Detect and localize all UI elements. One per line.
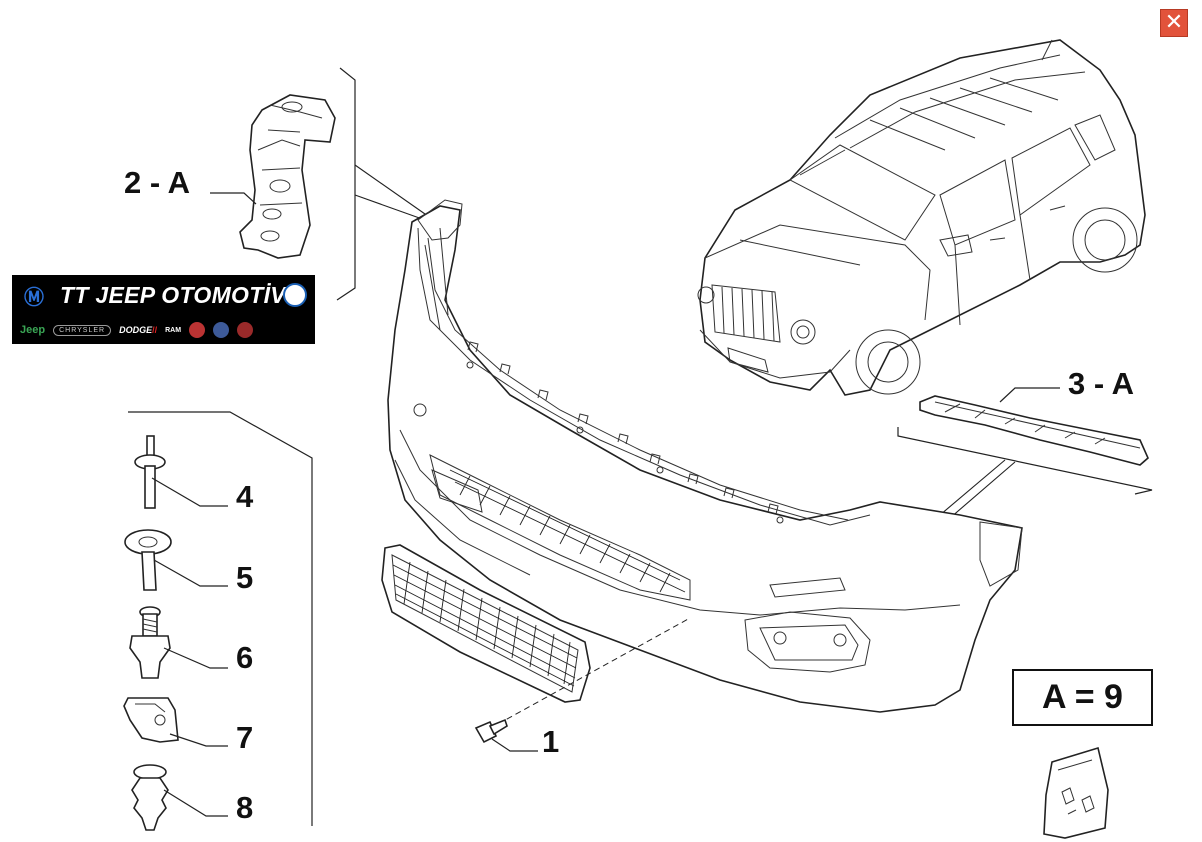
brand-ram: RAM bbox=[165, 326, 182, 334]
leader-6 bbox=[163, 647, 228, 669]
part-9-clip-pack bbox=[1043, 746, 1109, 839]
leader-8 bbox=[163, 789, 228, 817]
leader-2a-to-bumper bbox=[354, 164, 426, 215]
callout-7: 7 bbox=[236, 720, 253, 755]
leader-3a-to-bumper bbox=[939, 459, 1006, 516]
part-2a-bracket bbox=[239, 94, 336, 259]
reference-box: A = 9 bbox=[1012, 669, 1153, 726]
part-3a-bumper-bracket bbox=[919, 395, 1149, 466]
assembly-line-1 bbox=[497, 617, 691, 725]
leader-5 bbox=[153, 559, 228, 587]
callout-8: 8 bbox=[236, 790, 253, 825]
lancia-logo-icon bbox=[213, 322, 230, 338]
callout-6: 6 bbox=[236, 640, 253, 675]
leader-2a-to-bumper-b bbox=[354, 194, 426, 221]
banner-title: TT JEEP OTOMOTİV bbox=[60, 282, 286, 309]
group-bracket-2a bbox=[336, 67, 356, 301]
brand-logos: Jeep CHRYSLER DODGE// RAM bbox=[20, 322, 254, 338]
vehicle-illustration bbox=[697, 39, 1146, 396]
leader-4 bbox=[151, 477, 228, 507]
close-button[interactable]: ✕ bbox=[1160, 9, 1188, 37]
leader-3a bbox=[999, 387, 1060, 403]
banner-logo-mark: TT bbox=[60, 282, 89, 308]
fiat-logo-icon bbox=[237, 322, 254, 338]
part-5-push-pin bbox=[124, 529, 172, 591]
brand-jeep: Jeep bbox=[20, 324, 46, 336]
leader-3a-to-bumper-b bbox=[949, 461, 1016, 519]
maserati-logo-icon bbox=[189, 322, 206, 338]
callout-5: 5 bbox=[236, 560, 253, 595]
front-bumper bbox=[387, 199, 1023, 713]
part-1-screw bbox=[474, 718, 508, 744]
part-7-u-nut bbox=[123, 697, 179, 743]
close-icon: ✕ bbox=[1164, 10, 1184, 35]
part-6-screw-clip bbox=[129, 606, 171, 679]
callout-2a: 2 - A bbox=[124, 165, 190, 200]
callout-4: 4 bbox=[236, 479, 254, 514]
mopar-logo-icon: Ⓜ bbox=[24, 287, 44, 309]
leader-7 bbox=[169, 733, 228, 747]
brand-chrysler: CHRYSLER bbox=[53, 324, 112, 336]
banner-title-text: JEEP OTOMOTİV bbox=[95, 282, 286, 308]
alfa-romeo-logo-icon bbox=[283, 283, 307, 307]
group-bracket-fasteners bbox=[128, 411, 313, 826]
part-4-rivet bbox=[134, 435, 166, 509]
group-bracket-3a bbox=[897, 427, 1153, 495]
part-8-clip bbox=[131, 764, 169, 831]
brand-dodge: DODGE// bbox=[119, 325, 158, 335]
leader-1 bbox=[491, 738, 538, 752]
callout-1: 1 bbox=[542, 724, 559, 759]
leader-2a bbox=[210, 192, 257, 205]
dealer-banner: Ⓜ TT JEEP OTOMOTİV Jeep CHRYSLER DODGE//… bbox=[12, 275, 315, 344]
lower-grille-insert bbox=[381, 544, 591, 703]
callout-3a: 3 - A bbox=[1068, 366, 1134, 401]
